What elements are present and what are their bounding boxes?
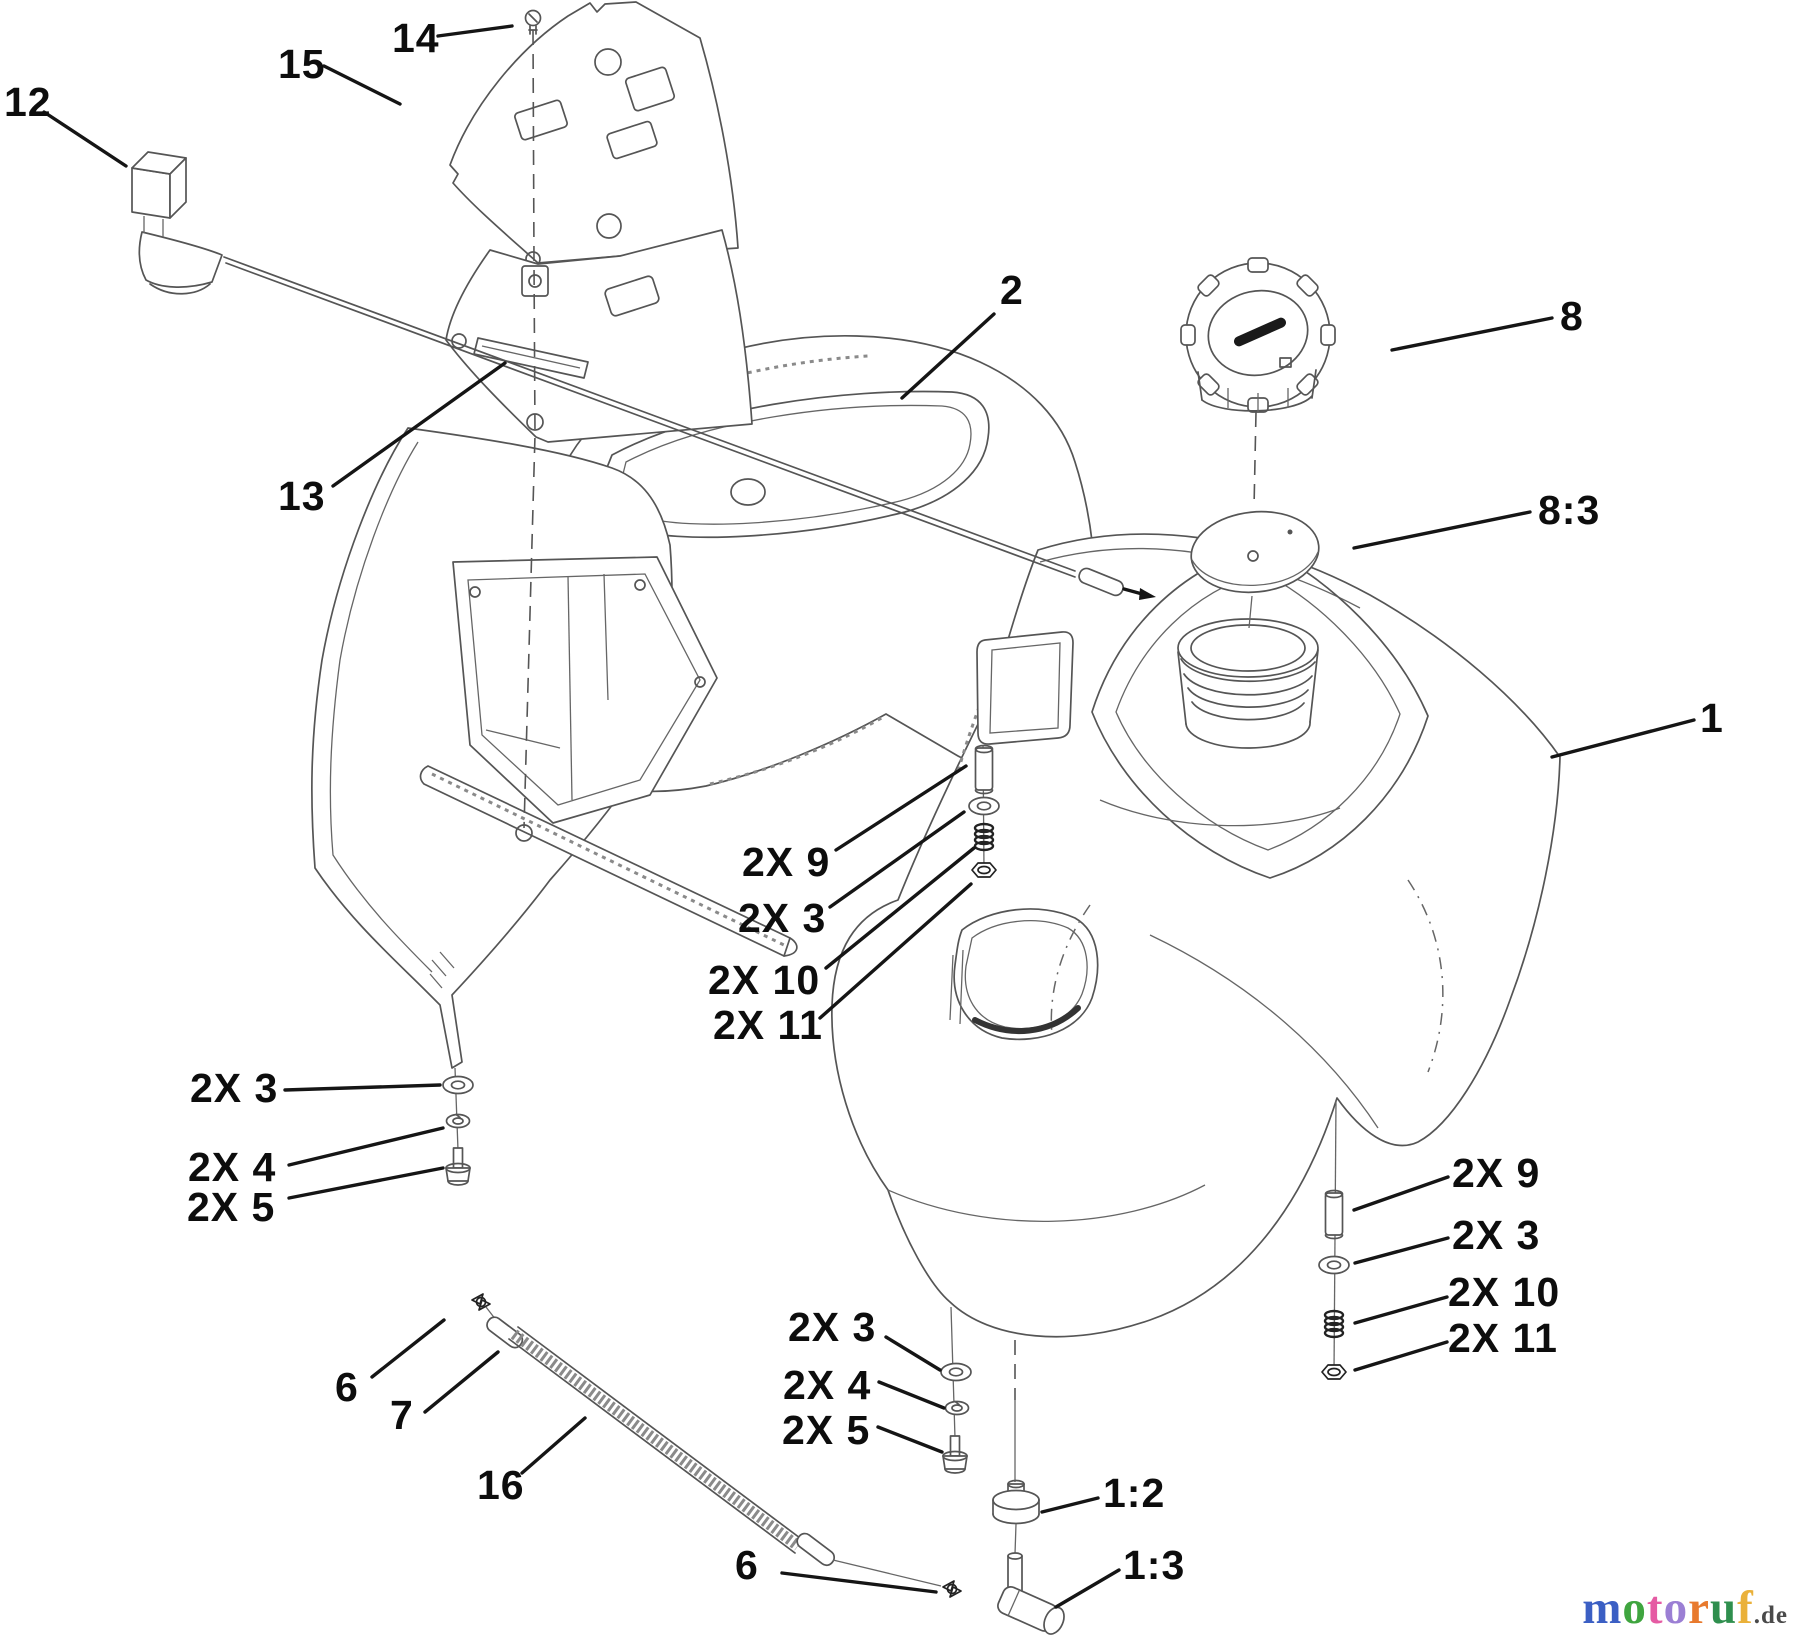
hardware-stack-right — [1318, 1099, 1350, 1380]
part-callout-2X-3: 2X 3 — [738, 895, 826, 941]
part-callout-1-2: 1:2 — [1103, 1470, 1165, 1516]
callout-leader-1-3 — [1054, 1568, 1121, 1609]
logo-letter: r — [1688, 1582, 1710, 1634]
callout-leader-12 — [42, 110, 128, 168]
part-callout-1-3: 1:3 — [1123, 1542, 1185, 1588]
part-callout-2X-5: 2X 5 — [782, 1407, 870, 1453]
callout-leader-14 — [436, 24, 514, 38]
part-callout-6: 6 — [335, 1364, 359, 1410]
callout-leader-8-3 — [1352, 510, 1532, 550]
callout-leader-2X-9 — [1352, 1175, 1450, 1212]
part-callout-1: 1 — [1700, 695, 1724, 741]
callout-leader-1 — [1550, 718, 1696, 759]
assembly-axis-screw — [523, 29, 536, 829]
part-callout-2X-5: 2X 5 — [187, 1184, 275, 1230]
hardware-stack-midbottom — [940, 1306, 972, 1474]
part-callout-8: 8 — [1560, 293, 1584, 339]
logo-letter: o — [1663, 1582, 1689, 1634]
cover-side-bracket — [976, 631, 1074, 745]
callout-leader-16 — [520, 1416, 587, 1475]
left-console-housing — [310, 427, 798, 1069]
disc-axis — [1248, 595, 1253, 629]
logo-suffix: .de — [1753, 1602, 1788, 1629]
logo-letter: o — [1622, 1582, 1647, 1634]
logo-letters: motoruf — [1582, 1582, 1753, 1634]
cable-clamp-6-upper — [471, 1293, 491, 1311]
part-callout-2X-4: 2X 4 — [783, 1362, 871, 1408]
part-callout-13: 13 — [278, 473, 326, 519]
callout-leader-2X-11 — [1353, 1340, 1449, 1372]
callout-leader-8 — [1390, 316, 1554, 352]
part-callout-2X-11: 2X 11 — [1448, 1315, 1558, 1361]
part-callout-2: 2 — [1000, 267, 1024, 313]
bushing-1-2 — [992, 1479, 1040, 1525]
part-callout-2X-9: 2X 9 — [742, 839, 830, 885]
cap-brand-bar — [1233, 317, 1287, 347]
cap-axis — [1253, 411, 1257, 509]
elbow-fitting-1-3 — [997, 1552, 1065, 1635]
logo-letter: m — [1582, 1582, 1623, 1634]
part-callout-7: 7 — [390, 1392, 414, 1438]
part-callout-2X-3: 2X 3 — [190, 1065, 278, 1111]
callout-leader-2X-5 — [876, 1425, 944, 1454]
callout-leader-6 — [780, 1571, 938, 1594]
part-callout-2X-11: 2X 11 — [713, 1002, 823, 1048]
part-callout-2X-10: 2X 10 — [1448, 1269, 1560, 1315]
callout-leader-15 — [322, 64, 402, 106]
throttle-rod — [223, 256, 1156, 600]
callout-leader-2X-4 — [287, 1126, 445, 1167]
callout-leader-1-2 — [1040, 1496, 1100, 1514]
callout-leader-2X-4 — [877, 1380, 946, 1410]
callout-leader-2X-3 — [1353, 1236, 1450, 1265]
part-callout-2X-4: 2X 4 — [188, 1144, 276, 1190]
callout-leader-2X-3 — [884, 1335, 942, 1372]
logo-letter: t — [1646, 1582, 1664, 1634]
cable-clamp-6-lower — [942, 1580, 962, 1598]
callout-leader-2X-5 — [287, 1166, 445, 1200]
part-callout-15: 15 — [278, 41, 326, 87]
callout-leader-6 — [370, 1318, 446, 1379]
hardware-stack-middle — [968, 744, 1000, 878]
callout-leader-2 — [900, 312, 996, 400]
callout-leader-7 — [423, 1350, 500, 1414]
part-callout-2X-10: 2X 10 — [708, 957, 820, 1003]
logo-letter: f — [1737, 1582, 1754, 1634]
throttle-control-12 — [131, 151, 223, 295]
callout-leader-2X-10 — [824, 846, 976, 970]
callout-leader-2X-9 — [834, 764, 968, 852]
part-callout-6: 6 — [735, 1542, 759, 1588]
callout-leader-13 — [331, 361, 507, 488]
callout-leader-2X-3 — [828, 810, 966, 909]
control-panel-13 — [445, 229, 753, 443]
cap-seal-disc-8-3 — [1190, 510, 1320, 594]
part-callout-14: 14 — [392, 15, 440, 61]
cable-end-7 — [486, 1316, 524, 1349]
hardware-stack-left — [442, 1067, 474, 1186]
part-callout-2X-9: 2X 9 — [1452, 1150, 1540, 1196]
throttle-cable-16 — [471, 1293, 962, 1598]
callout-leader-2X-3 — [283, 1083, 442, 1092]
decal-panel-15 — [449, 1, 739, 267]
screw-14 — [524, 9, 542, 35]
part-callout-8-3: 8:3 — [1538, 487, 1600, 533]
logo-letter: u — [1709, 1582, 1738, 1634]
part-callout-2X-3: 2X 3 — [788, 1304, 876, 1350]
part-callout-12: 12 — [4, 79, 52, 125]
fuel-cap-8 — [1180, 257, 1336, 413]
part-callout-2X-3: 2X 3 — [1452, 1212, 1540, 1258]
motoruf-logo: motoruf.de — [1582, 1581, 1788, 1635]
rod-arrow-tip — [1139, 588, 1156, 600]
part-callout-16: 16 — [477, 1462, 525, 1508]
callout-leader-2X-11 — [818, 882, 973, 1020]
callout-leader-2X-10 — [1353, 1295, 1449, 1325]
